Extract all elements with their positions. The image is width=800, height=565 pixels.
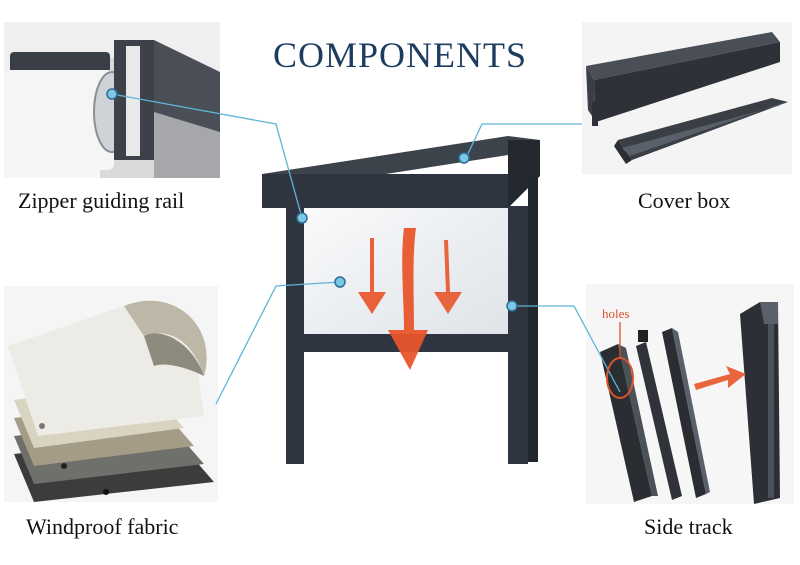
caption-cover-box: Cover box — [638, 188, 731, 213]
holes-label: holes — [602, 306, 630, 321]
fabric-panel — [302, 206, 508, 336]
right-post — [508, 206, 528, 464]
leader-cover-box — [465, 123, 582, 159]
cover-box-photo — [582, 22, 792, 174]
cassette-top — [262, 136, 540, 188]
wind-arrows — [358, 228, 462, 370]
leader-fabric — [215, 281, 341, 405]
cross-bar — [304, 334, 508, 352]
caption-windproof-fabric: Windproof fabric — [26, 514, 179, 539]
caption-side-track: Side track — [644, 514, 733, 539]
caption-zipper-guiding-rail: Zipper guiding rail — [18, 188, 185, 213]
cassette-front — [262, 174, 508, 208]
fabric-swatches-photo — [4, 286, 218, 502]
left-post — [286, 206, 304, 464]
zipper-rail-photo — [4, 22, 220, 178]
diagram-title: COMPONENTS — [272, 35, 528, 75]
